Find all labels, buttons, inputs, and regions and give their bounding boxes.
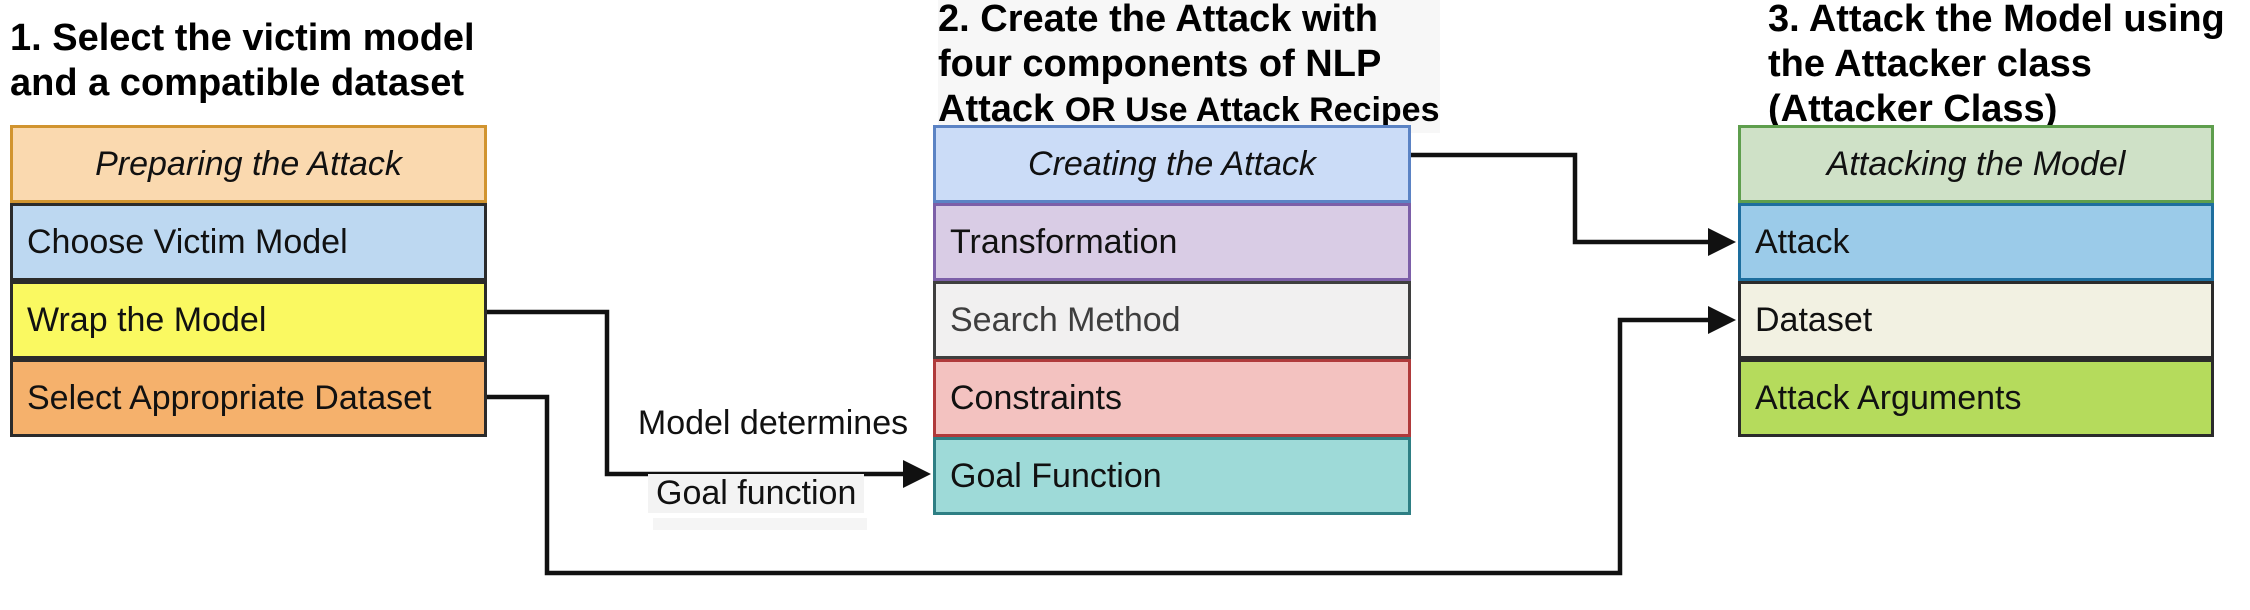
arrow-creating-attack-to-attack	[1411, 152, 1711, 245]
arrowhead-attack	[1708, 228, 1736, 256]
step2-title-line1: 2. Create the Attack with	[938, 0, 1378, 40]
highlight-artifact	[653, 518, 867, 530]
arrow-select-dataset-to-dataset	[487, 317, 1711, 576]
cell-wrap-the-model: Wrap the Model	[10, 281, 487, 359]
step3-title-line2: the Attacker class	[1768, 43, 2092, 85]
step2-title-line2: four components of NLP	[938, 43, 1382, 85]
arrowhead-dataset	[1708, 306, 1736, 334]
cell-select-appropriate-dataset: Select Appropriate Dataset	[10, 359, 487, 437]
cell-constraints: Constraints	[933, 359, 1411, 437]
step2-title-line3-rest: OR Use Attack Recipes	[1064, 91, 1440, 129]
step1-title-line1: 1. Select the victim model	[10, 17, 475, 59]
cell-attack: Attack	[1738, 203, 2214, 281]
cell-attacking-the-model: Attacking the Model	[1738, 125, 2214, 203]
step3-title: 3. Attack the Model using the Attacker c…	[1768, 0, 2225, 132]
arrowhead-goal-function	[903, 460, 931, 488]
cell-dataset: Dataset	[1738, 281, 2214, 359]
cell-choose-victim-model: Choose Victim Model	[10, 203, 487, 281]
step2-title: 2. Create the Attack with four component…	[938, 0, 1440, 133]
cell-creating-the-attack: Creating the Attack	[933, 125, 1411, 203]
step2-title-line3-bold: Attack	[938, 88, 1065, 130]
step1-title-line2: and a compatible dataset	[10, 62, 465, 104]
step3-title-line1: 3. Attack the Model using	[1768, 0, 2225, 40]
cell-preparing-the-attack: Preparing the Attack	[10, 125, 487, 203]
cell-transformation: Transformation	[933, 203, 1411, 281]
step2-title-line3: Attack OR Use Attack Recipes	[938, 87, 1440, 133]
cell-search-method: Search Method	[933, 281, 1411, 359]
cell-goal-function: Goal Function	[933, 437, 1411, 515]
cell-attack-arguments: Attack Arguments	[1738, 359, 2214, 437]
step1-title: 1. Select the victim model and a compati…	[10, 16, 475, 106]
arrow-label-model-determines: Model determines	[637, 404, 909, 442]
arrow-label-goal-function: Goal function	[648, 474, 865, 513]
step3-title-line3: (Attacker Class)	[1768, 88, 2058, 130]
arrow-wrap-model-to-goal-function	[487, 309, 906, 477]
